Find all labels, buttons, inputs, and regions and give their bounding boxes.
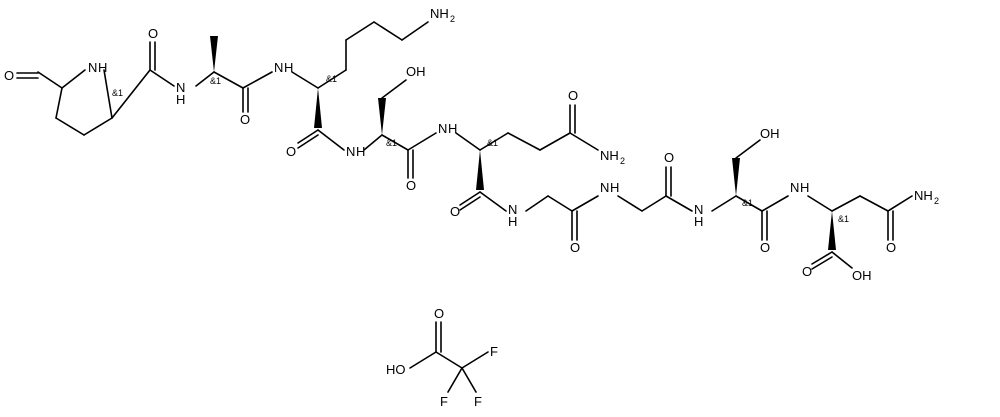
atom-nh-ser-asn-h: H xyxy=(800,180,809,195)
atom-nh-gly-ser-h: H xyxy=(694,214,703,229)
atom-o-pca-co: O xyxy=(148,26,158,41)
atom-nh-ring: N xyxy=(88,60,97,75)
atom-nh-gln-gly: N xyxy=(508,202,517,217)
stereo-mark-ser1: &1 xyxy=(386,138,397,148)
stereo-mark-ala: &1 xyxy=(210,76,221,86)
atom-nh-pca-ala: N xyxy=(176,80,185,95)
atom-nh-gly-gly: N xyxy=(600,180,609,195)
atom-nh2-lys-sub: 2 xyxy=(450,14,455,24)
atom-labels: O N H O N H &1 &1 O N H &1 O NH 2 N H OH… xyxy=(4,6,939,409)
atom-tfa-f2: F xyxy=(440,394,448,409)
atom-tfa-f3: F xyxy=(474,394,482,409)
atom-nh2-asn: NH xyxy=(914,188,933,203)
stereo-mark-pca: &1 xyxy=(112,88,123,98)
atom-o-ser-co: O xyxy=(406,178,416,193)
atom-nh-lys-ser-h: H xyxy=(356,144,365,159)
stereo-mark-asn: &1 xyxy=(838,214,849,224)
atom-tfa-o: O xyxy=(434,306,444,321)
atom-tfa-f1: F xyxy=(490,344,498,359)
atom-nh-ala-lys: N xyxy=(274,60,283,75)
atom-oh-ser1: OH xyxy=(406,64,426,79)
atom-o-gly2-co: O xyxy=(664,150,674,165)
atom-nh2-asn-sub: 2 xyxy=(934,196,939,206)
atom-nh-ser-gln: N xyxy=(438,121,447,136)
atom-o-ala-co: O xyxy=(240,112,250,127)
atom-oh-acid: OH xyxy=(852,268,872,283)
atom-nh-ala-lys-h: H xyxy=(284,60,293,75)
atom-nh-gly-ser: N xyxy=(694,202,703,217)
atom-oh-ser2: OH xyxy=(760,126,780,141)
atom-nh-gln-gly-h: H xyxy=(508,214,517,229)
atom-nh-ser-gln-h: H xyxy=(448,121,457,136)
atom-o-gly1-co: O xyxy=(570,240,580,255)
atom-o-gln-side: O xyxy=(568,88,578,103)
stereo-mark-lys: &1 xyxy=(326,74,337,84)
atom-nh-pca-ala-h: H xyxy=(176,92,185,107)
atom-o-lys-co: O xyxy=(286,144,296,159)
atom-o-gln-co: O xyxy=(450,204,460,219)
atom-tfa-oh: HO xyxy=(386,362,406,377)
atom-nh2-gln: NH xyxy=(600,148,619,163)
stereo-mark-gln: &1 xyxy=(487,138,498,148)
atom-oxo-pca: O xyxy=(4,68,14,83)
atom-o-asn-side: O xyxy=(886,240,896,255)
atom-o-acid: O xyxy=(802,264,812,279)
atom-nh2-lys: NH xyxy=(430,6,449,21)
atom-o-ser2-co: O xyxy=(760,240,770,255)
stereo-mark-ser2: &1 xyxy=(742,198,753,208)
atom-nh2-gln-sub: 2 xyxy=(620,156,625,166)
atom-nh-gly-gly-h: H xyxy=(610,180,619,195)
bond-layer xyxy=(16,21,913,393)
atom-nh-lys-ser: N xyxy=(346,144,355,159)
atom-nh-ring-h: H xyxy=(98,60,107,75)
atom-nh-ser-asn: N xyxy=(790,180,799,195)
